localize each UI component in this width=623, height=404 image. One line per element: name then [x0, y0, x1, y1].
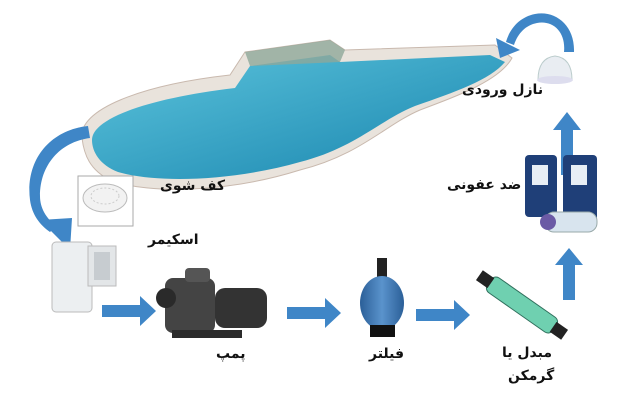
arrow-filter-to-exchanger	[416, 300, 470, 330]
filter-image	[360, 258, 404, 337]
label-heat-exchanger-line2: گرمکن	[508, 368, 555, 384]
arrow-skimmer-to-pump	[102, 296, 156, 326]
heat-exchanger-image	[475, 270, 569, 340]
label-inlet-nozzle: نازل ورودی	[462, 82, 544, 98]
label-heat-exchanger-line1: مبدل یا	[502, 345, 553, 361]
swimming-pool	[81, 39, 513, 190]
arrow-disinfection-to-nozzle	[553, 112, 581, 175]
label-filter: فیلتر	[369, 346, 405, 362]
disinfection-unit-image	[525, 155, 598, 233]
arrow-exchanger-to-disinfection	[555, 248, 583, 300]
label-pump: پمپ	[216, 346, 246, 362]
pump-image	[156, 268, 267, 338]
inlet-nozzle-image	[537, 55, 573, 84]
label-floor-drain: کف شوی	[160, 178, 226, 194]
label-disinfection: ضد عفونی	[447, 177, 522, 193]
curved-arrow-nozzle-to-pool	[496, 13, 575, 58]
floor-drain-image	[77, 175, 134, 227]
arrow-pump-to-filter	[287, 298, 341, 328]
skimmer-image	[51, 241, 117, 313]
label-skimmer: اسکیمر	[148, 232, 199, 248]
